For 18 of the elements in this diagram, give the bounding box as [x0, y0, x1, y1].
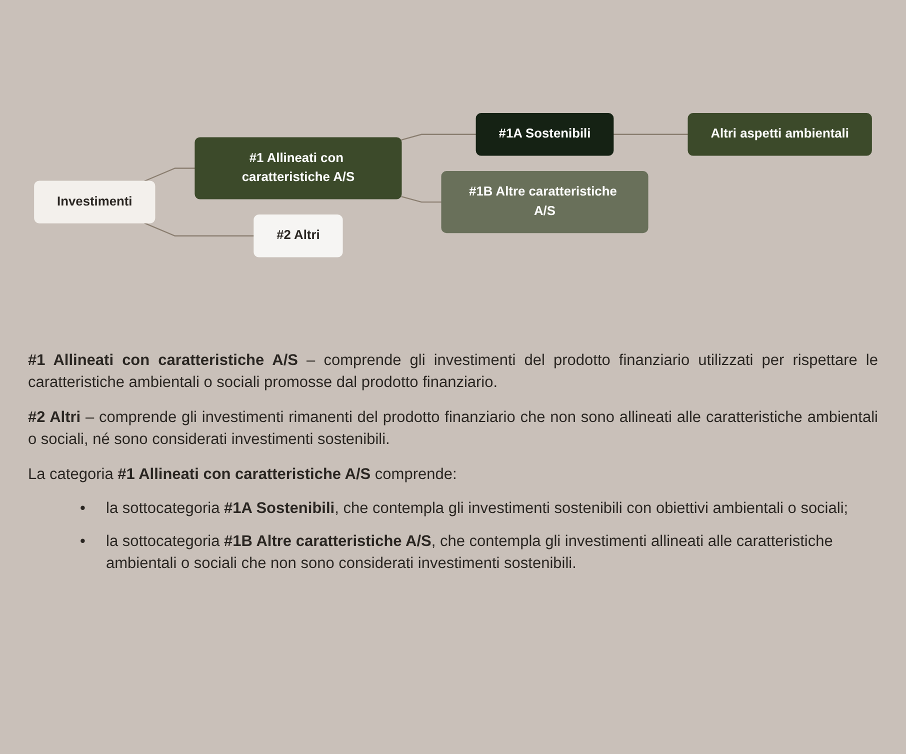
node-box: #2 Altri — [254, 214, 343, 258]
bullet: • — [80, 532, 86, 552]
bullet-text: la sottocategoria #1A Sostenibili, che contempla gli investimenti sostenibili con obiettivi ambientali o sociali; — [106, 499, 848, 520]
paragraph: La categoria #1 Allineati con caratteristiche A/S comprende: — [28, 464, 458, 485]
bullet-text: la sottocategoria #1B Altre caratteristiche A/S, che contempla gli investimenti allineati alle caratteristiche ambientali o sociali che non sono considerati investimenti sostenibili. — [106, 532, 834, 574]
node-box: #1 Allineati con caratteristiche A/S — [194, 137, 402, 200]
node-box: Investimenti — [34, 180, 156, 224]
connector — [401, 134, 476, 140]
node-box: #1A Sostenibili — [476, 112, 614, 156]
connector — [144, 222, 254, 236]
bullet: • — [80, 499, 86, 520]
connector — [144, 167, 196, 182]
node-box: #1B Altre caratteristiche A/S — [441, 170, 648, 233]
paragraph: #1 Allineati con caratteristiche A/S – comprende gli investimenti del prodotto finanziario utilizzati per rispettare le caratteristiche ambientali o sociali promosse dal prodotto finanziario. — [28, 351, 878, 394]
paragraph: #2 Altri – comprende gli investimenti rimanenti del prodotto finanziario che non sono allineati alle caratteristiche ambientali o sociali, né sono considerati investimenti sostenibili. — [28, 408, 878, 450]
node-box: Altri aspetti ambientali — [688, 112, 872, 156]
connector — [613, 134, 688, 135]
connector — [401, 196, 442, 203]
